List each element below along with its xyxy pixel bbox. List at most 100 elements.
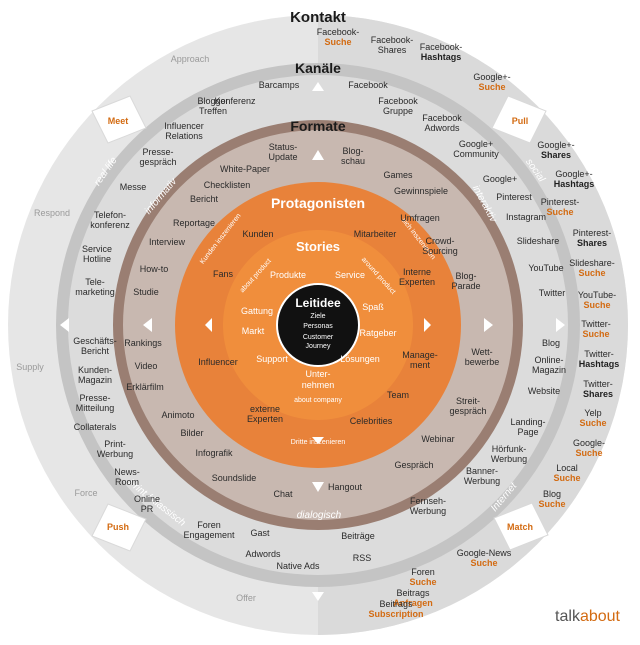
kanaele-label: News- <box>114 467 140 477</box>
formate-label: Parade <box>451 281 480 291</box>
kanaele-label: Online <box>134 494 160 504</box>
formate-label: Crowd- <box>425 236 454 246</box>
kontakt-label-prefix: Twitter- <box>583 379 613 389</box>
kanaele-label: Twitter <box>539 288 566 298</box>
center-line-4: Journey <box>306 343 331 350</box>
segment-dritte-inszenieren: Dritte inszenieren <box>291 439 346 446</box>
kanaele-label: Werbung <box>97 449 133 459</box>
kanaele-label: Banner- <box>466 466 498 476</box>
kanaele-label: Werbung <box>464 476 500 486</box>
kontakt-label-term: Suche <box>478 82 505 92</box>
formate-label: Blog- <box>342 146 363 156</box>
kontakt-label-prefix: Pinterest- <box>573 228 612 238</box>
stories-label: Produkte <box>270 270 306 280</box>
formate-label: Erklärfilm <box>126 382 164 392</box>
formate-label: Interview <box>149 237 186 247</box>
stories-label: Ratgeber <box>359 328 396 338</box>
kontakt-label-prefix: Facebook- <box>371 35 414 45</box>
formate-labels: Status-UpdateBlog-schauWhite-PaperGamesC… <box>124 142 499 499</box>
kanaele-label: Facebook <box>422 113 462 123</box>
kanaele-label: Google+ <box>459 139 493 149</box>
protagonisten-label: Kunden <box>242 229 273 239</box>
pull-badge: Pull <box>491 95 547 144</box>
protagonisten-label: externe <box>250 404 280 414</box>
kanaele-label: Barcamps <box>259 80 300 90</box>
kanaele-label: Magazin <box>532 365 566 375</box>
formate-label: Wett- <box>471 347 492 357</box>
kontakt-label-term: Hashtags <box>421 52 462 62</box>
protagonisten-label: Fans <box>213 269 234 279</box>
svg-text:Match: Match <box>507 522 533 532</box>
push-badge: Push <box>91 503 147 552</box>
side-offer: Offer <box>236 593 256 603</box>
kontakt-label-term: Shares <box>577 238 607 248</box>
formate-label: Video <box>135 361 158 371</box>
kanaele-label: Fernseh- <box>410 496 446 506</box>
kontakt-label-term: Hashtags <box>579 359 620 369</box>
side-respond: Respond <box>34 208 70 218</box>
formate-label: Checklisten <box>204 180 251 190</box>
kontakt-label-prefix: Foren <box>411 567 435 577</box>
center-line-2: Personas <box>303 323 333 330</box>
kontakt-label-term: Suche <box>538 499 565 509</box>
kanaele-label: Bericht <box>81 346 110 356</box>
kanaele-label: Pinterest <box>496 192 532 202</box>
stories-label: Lösungen <box>340 354 380 364</box>
protagonisten-label: Experten <box>247 414 283 424</box>
kontakt-label-prefix: Google- <box>573 438 605 448</box>
kanaele-label: Geschäfts- <box>73 336 117 346</box>
formate-label: White-Paper <box>220 164 270 174</box>
svg-text:Meet: Meet <box>108 116 129 126</box>
kanaele-label: Werbung <box>491 454 527 464</box>
kontakt-label-term: Suche <box>579 418 606 428</box>
formate-label: Hangout <box>328 482 363 492</box>
kontakt-label-prefix: Yelp <box>584 408 601 418</box>
kontakt-label-term: Subscription <box>368 609 423 619</box>
formate-label: Bilder <box>180 428 203 438</box>
kanaele-label: Engagement <box>183 530 235 540</box>
kontakt-label-prefix: Pinterest- <box>541 197 580 207</box>
kanaele-label: Telefon- <box>94 210 126 220</box>
kontakt-label-term: Suche <box>582 329 609 339</box>
kanaele-label: Relations <box>165 131 203 141</box>
formate-label: How-to <box>140 264 169 274</box>
kontakt-label-term: Suche <box>583 300 610 310</box>
protagonisten-label: Mitarbeiter <box>354 229 397 239</box>
stories-label: Gattung <box>241 306 273 316</box>
kanaele-label: Mitteilung <box>76 403 115 413</box>
segment-about-company: about company <box>294 397 342 404</box>
stories-label: Spaß <box>362 302 384 312</box>
side-force: Force <box>74 488 97 498</box>
formate-label: Games <box>383 170 413 180</box>
formate-label: Chat <box>273 489 293 499</box>
formate-label: Studie <box>133 287 159 297</box>
stories-label: Markt <box>242 326 265 336</box>
kanaele-label: Hotline <box>83 254 111 264</box>
formate-label: Status- <box>269 142 298 152</box>
side-supply: Supply <box>16 362 44 372</box>
kontakt-label-prefix: Google-News <box>457 548 512 558</box>
protagonisten-label: Interne <box>403 267 431 277</box>
kanaele-label: Facebook <box>348 80 388 90</box>
kanaele-label: Website <box>528 386 560 396</box>
kontakt-label-prefix: Beitrags <box>379 599 413 609</box>
kanaele-label: Beiträge <box>341 531 375 541</box>
protagonisten-label: Celebrities <box>350 416 393 426</box>
kanaele-label: Adwords <box>245 549 281 559</box>
kanaele-label: Tele- <box>85 277 105 287</box>
svg-text:Pull: Pull <box>512 116 529 126</box>
formate-label: Gewinnspiele <box>394 186 448 196</box>
kanaele-label: Hörfunk- <box>492 444 527 454</box>
protagonisten-label: Influencer <box>198 357 238 367</box>
formate-label: Animoto <box>161 410 194 420</box>
kanaele-label: konferenz <box>90 220 130 230</box>
formate-title: Formate <box>290 118 345 134</box>
kontakt-label-prefix: Twitter- <box>581 319 611 329</box>
kanaele-label: Werbung <box>410 506 446 516</box>
kanaele-label: Adwords <box>424 123 460 133</box>
protagonisten-label: Team <box>387 390 409 400</box>
formate-label: Update <box>268 152 297 162</box>
kanaele-label: Messe <box>120 182 147 192</box>
